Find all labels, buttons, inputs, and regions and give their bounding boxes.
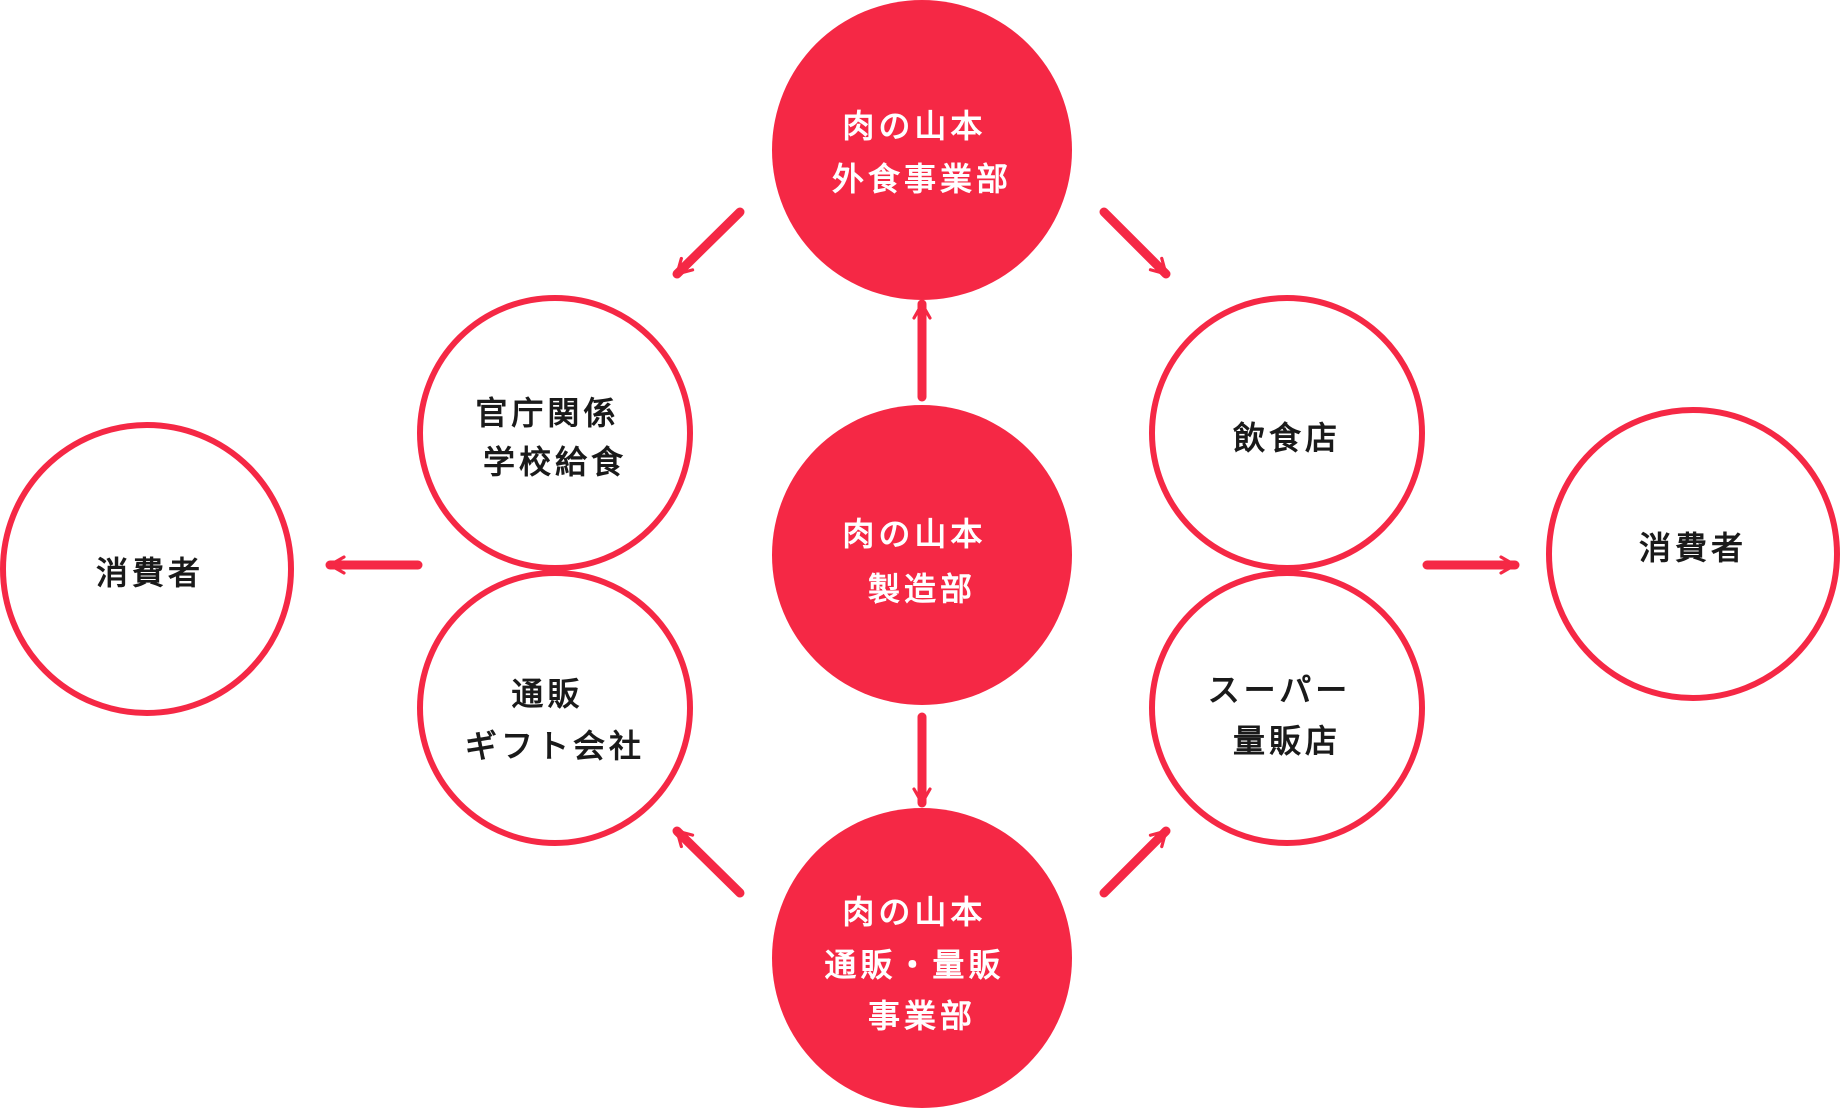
node-supermarkets xyxy=(1149,570,1425,846)
node-restaurants-label: 飲食店 xyxy=(1233,419,1341,457)
node-label: 肉の山本 外食事業部 xyxy=(832,107,1012,198)
node-government-school xyxy=(417,295,693,571)
node-food-service-division: 肉の山本 外食事業部 xyxy=(772,0,1072,300)
node-consumer-right xyxy=(1546,407,1840,701)
node-consumer-left-label: 消費者 xyxy=(96,554,204,592)
node-restaurants xyxy=(1149,295,1425,571)
node-consumer-left xyxy=(0,422,294,716)
node-manufacturing: 肉の山本 製造部 xyxy=(772,405,1072,705)
node-supermarkets-label: スーパー 量販店 xyxy=(1208,671,1367,760)
arrow-mail-order-division-to-supermarkets xyxy=(1099,826,1171,898)
node-label: 肉の山本 製造部 xyxy=(842,515,1001,608)
node-government-school-label: 官庁関係 学校給食 xyxy=(475,394,634,481)
node-mail-order-division: 肉の山本 通販・量販 事業部 xyxy=(772,808,1072,1108)
arrow-food-service-to-government-school xyxy=(672,207,745,279)
node-mail-order-gift xyxy=(417,570,693,846)
flow-arrows xyxy=(325,207,1520,898)
arrow-food-service-to-restaurants xyxy=(1099,207,1171,279)
node-mail-order-gift-label: 通販 ギフト会社 xyxy=(465,675,645,765)
arrow-mail-order-division-to-mail-order-gift xyxy=(672,826,745,898)
node-label: 肉の山本 通販・量販 事業部 xyxy=(824,893,1019,1035)
node-consumer-right-label: 消費者 xyxy=(1639,529,1747,567)
